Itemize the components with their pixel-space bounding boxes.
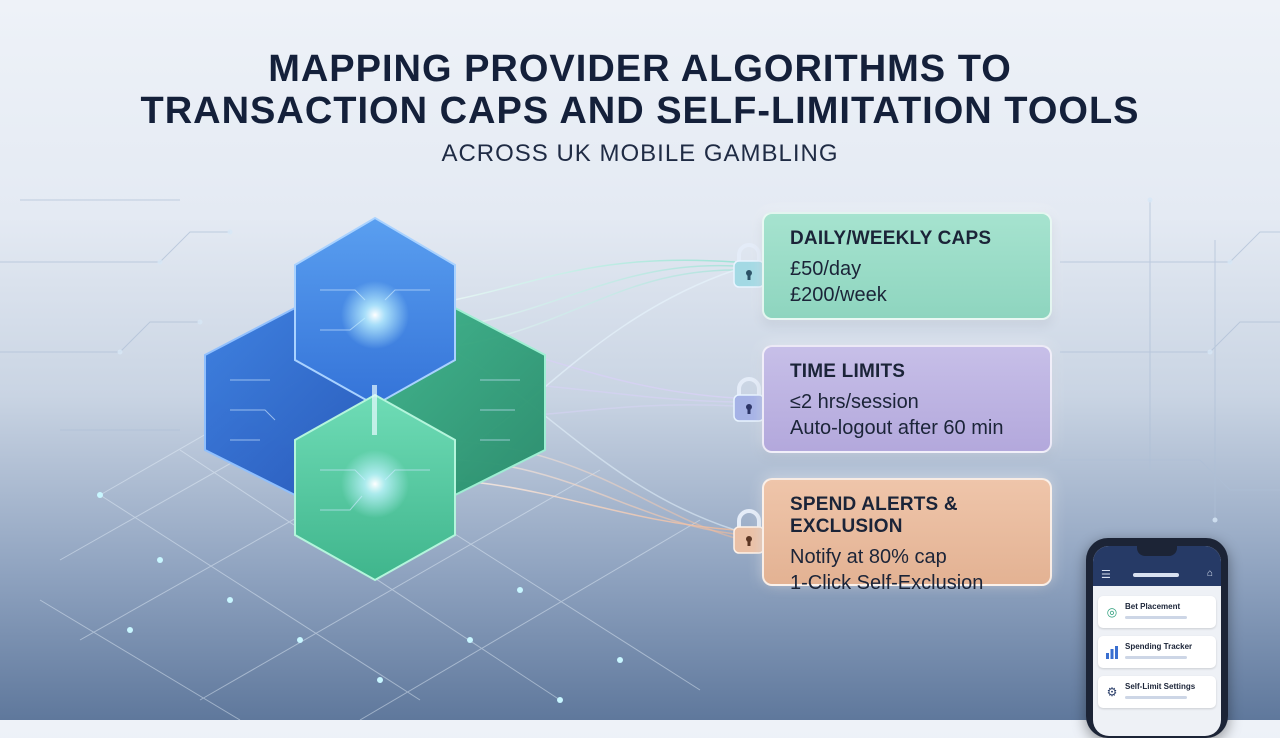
lock-icon (733, 243, 765, 288)
spend-alerts-exclusion-card: SPEND ALERTS & EXCLUSION Notify at 80% c… (762, 478, 1052, 594)
card-title: SPEND ALERTS & EXCLUSION (790, 494, 958, 537)
card-line: 1-Click Self-Exclusion (790, 572, 984, 594)
page-title-line-2: TRANSACTION CAPS AND SELF-LIMITATION TOO… (140, 90, 1140, 132)
hexagon-cluster (204, 216, 546, 582)
card-line: £200/week (790, 284, 887, 306)
phone-title-placeholder (1133, 573, 1179, 577)
page-subtitle: ACROSS UK MOBILE GAMBLING (441, 140, 839, 167)
lifebuoy-icon: ◎ (1106, 605, 1118, 619)
card-line: £50/day (790, 258, 862, 280)
phone-menu-placeholder-line (1125, 696, 1187, 699)
phone-mockup: ☰ ⌂ ◎ Bet Placement Spending Tracker ⚙ S… (1086, 538, 1228, 738)
card-title: TIME LIMITS (790, 361, 906, 382)
card-line: Auto-logout after 60 min (790, 417, 1004, 439)
phone-menu-placeholder-line (1125, 616, 1187, 619)
time-limits-card: TIME LIMITS ≤2 hrs/session Auto-logout a… (762, 345, 1052, 453)
background-artwork (0, 197, 1280, 720)
phone-menu-label: Self-Limit Settings (1125, 682, 1196, 691)
gear-icon: ⚙ (1106, 685, 1118, 699)
phone-screen: ☰ ⌂ ◎ Bet Placement Spending Tracker ⚙ S… (1093, 546, 1221, 736)
card-line: Notify at 80% cap (790, 546, 947, 568)
lock-icon (733, 377, 765, 422)
page-title-line-1: MAPPING PROVIDER ALGORITHMS TO (268, 48, 1012, 90)
home-icon[interactable]: ⌂ (1206, 568, 1213, 579)
phone-menu-label: Bet Placement (1125, 602, 1181, 611)
phone-notch (1137, 546, 1177, 556)
grid-nodes (97, 492, 623, 703)
phone-menu-item-self-limit-settings[interactable]: ⚙ Self-Limit Settings (1098, 676, 1216, 708)
bar-chart-icon (1104, 644, 1120, 660)
lock-icon (733, 509, 765, 554)
phone-app-bar: ☰ ⌂ (1093, 546, 1221, 586)
phone-menu-item-spending-tracker[interactable]: Spending Tracker (1098, 636, 1216, 668)
hamburger-icon[interactable]: ☰ (1101, 569, 1111, 581)
card-line: ≤2 hrs/session (790, 391, 919, 413)
card-title: DAILY/WEEKLY CAPS (790, 228, 992, 249)
phone-menu-item-bet-placement[interactable]: ◎ Bet Placement (1098, 596, 1216, 628)
circuit-lines (0, 199, 1280, 520)
daily-weekly-caps-card: DAILY/WEEKLY CAPS £50/day £200/week (762, 212, 1052, 320)
phone-menu-placeholder-line (1125, 656, 1187, 659)
phone-menu-label: Spending Tracker (1125, 642, 1193, 651)
